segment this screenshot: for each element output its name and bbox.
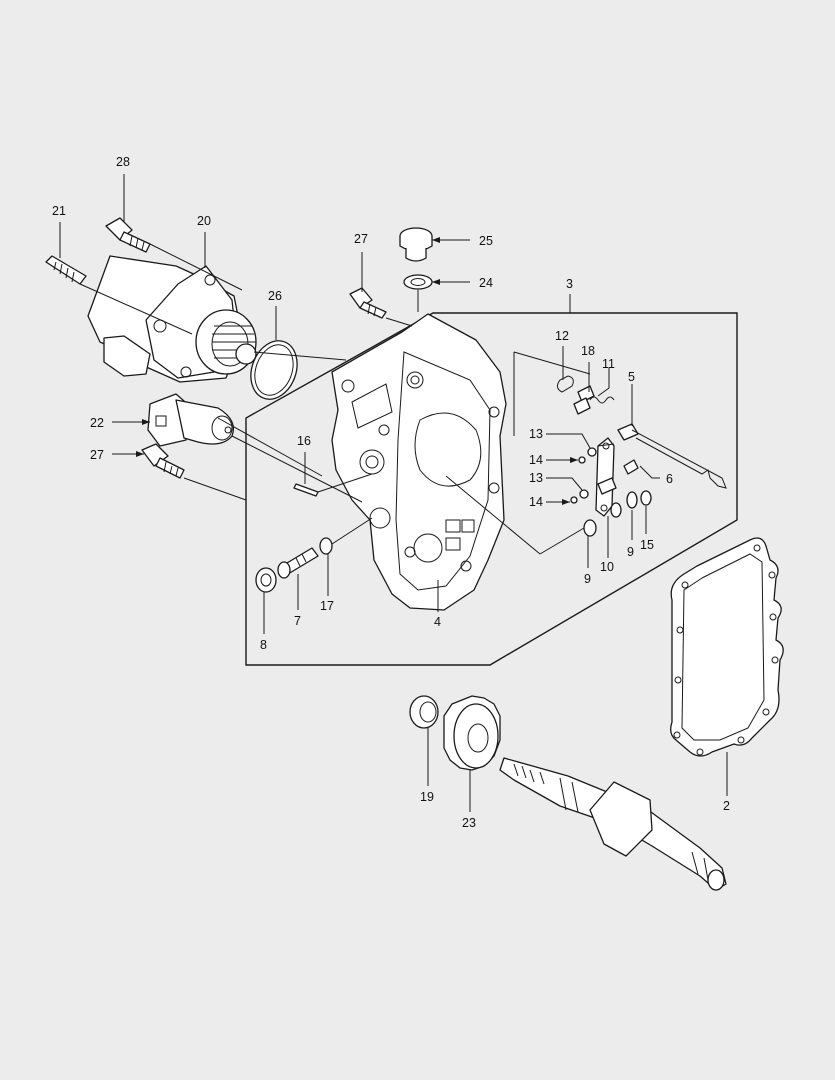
part-ring-15 xyxy=(640,490,652,506)
callout-7: 7 xyxy=(294,614,301,628)
part-seal xyxy=(255,567,277,593)
part-washer-13a xyxy=(587,447,597,457)
part-clip-14a xyxy=(578,456,586,464)
callout-24: 24 xyxy=(479,276,493,290)
part-washer-13b xyxy=(579,489,589,499)
part-bolt-housing xyxy=(349,287,387,319)
part-drain-plug xyxy=(399,227,433,262)
part-shaft-small xyxy=(277,547,319,579)
projection-lines xyxy=(79,243,615,555)
part-washer-10b xyxy=(610,502,622,518)
part-pin xyxy=(293,483,319,497)
callout-19: 19 xyxy=(420,790,434,804)
callout-14-lower: 14 xyxy=(529,495,543,509)
callout-10: 10 xyxy=(600,560,614,574)
callout-22: 22 xyxy=(90,416,104,430)
assembly-group-frame xyxy=(245,312,738,666)
callout-23: 23 xyxy=(462,816,476,830)
callout-18: 18 xyxy=(581,344,595,358)
part-gear xyxy=(443,695,501,771)
part-bolt-lower xyxy=(141,443,185,479)
part-bolt-upper xyxy=(105,217,151,253)
callout-12: 12 xyxy=(555,329,569,343)
callout-labels: 28 21 20 27 25 24 26 3 12 18 11 5 22 27 … xyxy=(52,155,730,830)
callout-5: 5 xyxy=(628,370,635,384)
callout-4: 4 xyxy=(434,615,441,629)
part-washer-upper xyxy=(403,274,433,290)
part-output-shaft xyxy=(499,757,727,891)
callout-3: 3 xyxy=(566,277,573,291)
callout-17: 17 xyxy=(320,599,334,613)
part-sensor xyxy=(147,393,235,447)
callout-leaders xyxy=(59,174,728,812)
part-nut xyxy=(409,695,439,729)
callout-9-right: 9 xyxy=(627,545,634,559)
callout-26: 26 xyxy=(268,289,282,303)
callout-25: 25 xyxy=(479,234,493,248)
callout-2: 2 xyxy=(723,799,730,813)
part-stud xyxy=(45,255,87,285)
part-housing xyxy=(331,313,507,611)
part-actuator xyxy=(87,255,257,383)
callout-15: 15 xyxy=(640,538,654,552)
part-spring-11 xyxy=(589,396,615,404)
part-lever-10 xyxy=(595,437,615,517)
part-clip-14b xyxy=(570,496,578,504)
callout-28: 28 xyxy=(116,155,130,169)
callout-16: 16 xyxy=(297,434,311,448)
part-o-ring-large xyxy=(250,340,298,400)
callout-21: 21 xyxy=(52,204,66,218)
callout-13-upper: 13 xyxy=(529,427,543,441)
part-gasket xyxy=(670,537,784,757)
callout-14-upper: 14 xyxy=(529,453,543,467)
part-clip-12 xyxy=(556,375,574,393)
callout-arrowheads xyxy=(136,237,578,505)
part-washer-9a xyxy=(626,491,638,509)
callout-8: 8 xyxy=(260,638,267,652)
callout-9-left: 9 xyxy=(584,572,591,586)
callout-27-upper: 27 xyxy=(354,232,368,246)
callout-27-lower: 27 xyxy=(90,448,104,462)
callout-11: 11 xyxy=(602,357,615,371)
callout-6: 6 xyxy=(666,472,673,486)
part-washer-9b xyxy=(583,519,597,537)
callout-20: 20 xyxy=(197,214,211,228)
part-spring-18 xyxy=(573,385,595,415)
part-rod-5 xyxy=(617,423,727,489)
part-o-ring-small xyxy=(319,537,333,555)
callout-13-lower: 13 xyxy=(529,471,543,485)
part-pin-6 xyxy=(597,459,639,495)
